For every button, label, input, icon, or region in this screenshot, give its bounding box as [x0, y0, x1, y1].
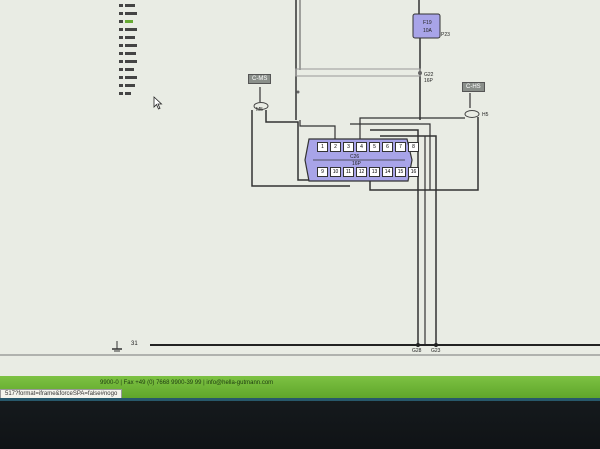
connector-top-pins: 16P: [424, 78, 433, 84]
fuse-rating: 10A: [423, 28, 432, 34]
pin: 8: [408, 142, 419, 152]
main-connector-top-pins: 1 2 3 4 5 6 7 8: [317, 142, 419, 152]
pin: 15: [395, 167, 406, 177]
pin: 16: [408, 167, 419, 177]
main-connector-bottom-pins: 9 10 11 12 13 14 15 16: [317, 167, 419, 177]
monitor-bezel: [0, 398, 600, 449]
connector-top-name: G22: [424, 72, 434, 78]
bezel-edge: [0, 398, 600, 401]
pin: 1: [317, 142, 328, 152]
pin: 3: [343, 142, 354, 152]
fuse-ref: P23: [441, 32, 450, 38]
wiring-diagram-viewer: F19 10A P23 G22 16P C-MS M5 C-HS H5 1 2 …: [0, 0, 600, 398]
pin: 2: [330, 142, 341, 152]
mouse-pointer-icon: [153, 96, 163, 110]
main-connector-pins: 16P: [352, 161, 361, 167]
pin: 13: [369, 167, 380, 177]
ground-label: 31: [131, 341, 138, 347]
pin: 6: [382, 142, 393, 152]
pin: 11: [343, 167, 354, 177]
module-left-label[interactable]: C-MS: [248, 74, 272, 84]
footer-contact[interactable]: 9900-0 | Fax +49 (0) 7668 9900-39 99 | i…: [100, 380, 274, 386]
main-connector-name: C26: [350, 154, 360, 160]
pin: 7: [395, 142, 406, 152]
pin: 10: [330, 167, 341, 177]
pin: 4: [356, 142, 367, 152]
pin: 9: [317, 167, 328, 177]
bottom-connector-left: G28: [412, 348, 422, 354]
fuse-name: F19: [423, 20, 432, 26]
pin: 14: [382, 167, 393, 177]
legend-column: [119, 2, 141, 102]
pin: 5: [369, 142, 380, 152]
module-left-node: M5: [256, 107, 263, 113]
schematic-canvas: [0, 0, 600, 356]
module-right-label[interactable]: C-HS: [462, 82, 485, 92]
pin: 12: [356, 167, 367, 177]
footer-bar: 9900-0 | Fax +49 (0) 7668 9900-39 99 | i…: [0, 376, 600, 398]
status-url-tooltip: 517?format=iframe&forceSPA=false#nogo: [0, 389, 123, 398]
module-right-node: H5: [482, 112, 489, 118]
bottom-connector-right: G23: [431, 348, 441, 354]
